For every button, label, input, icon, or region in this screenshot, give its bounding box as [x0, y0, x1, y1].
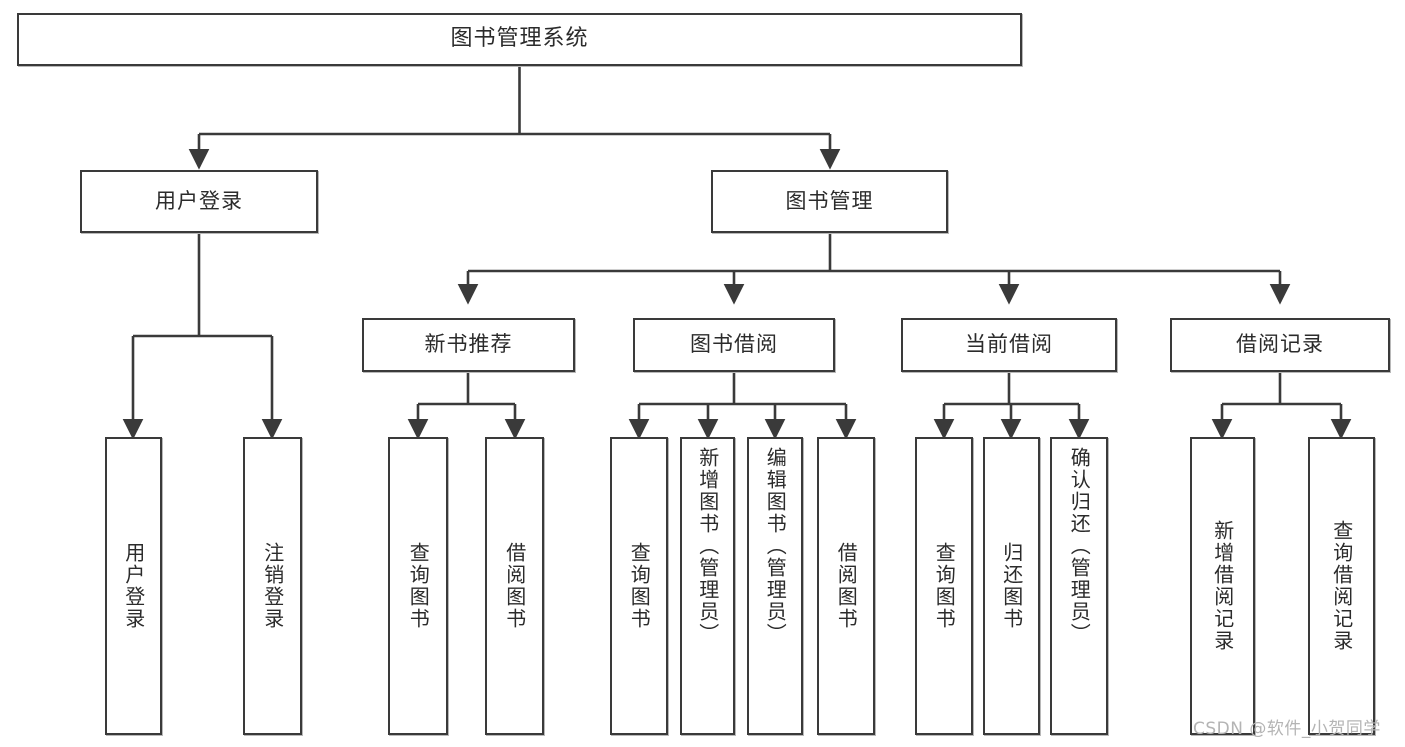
node-leaf-query-book-current[interactable]: 查询图书: [915, 437, 973, 735]
node-label: 新书推荐: [424, 332, 513, 357]
node-label: 借阅记录: [1236, 332, 1324, 357]
node-label: 编辑图书（管理员）: [763, 447, 788, 645]
node-label: 归还图书: [999, 542, 1024, 630]
node-user-login[interactable]: 用户登录: [80, 170, 318, 233]
node-current-borrow[interactable]: 当前借阅: [901, 318, 1117, 372]
node-label: 图书借阅: [690, 332, 778, 357]
node-label: 查询图书: [406, 542, 431, 630]
node-leaf-borrow-book[interactable]: 借阅图书: [817, 437, 875, 735]
watermark: CSDN @软件_小贺同学: [1193, 719, 1381, 739]
node-book-borrow[interactable]: 图书借阅: [633, 318, 835, 372]
node-leaf-query-book-new[interactable]: 查询图书: [388, 437, 448, 735]
node-label: 查询图书: [627, 542, 652, 630]
node-label: 查询图书: [932, 542, 957, 630]
node-leaf-user-login[interactable]: 用户登录: [105, 437, 162, 735]
node-label: 图书管理系统: [450, 26, 589, 52]
node-leaf-borrow-book-new[interactable]: 借阅图书: [485, 437, 544, 735]
node-label: 新增图书（管理员）: [695, 447, 720, 645]
node-leaf-query-book-borrow[interactable]: 查询图书: [610, 437, 668, 735]
node-label: 确认归还（管理员）: [1067, 447, 1092, 645]
node-label: 查询借阅记录: [1329, 520, 1354, 652]
node-label: 用户登录: [155, 188, 243, 213]
node-leaf-edit-book-admin[interactable]: 编辑图书（管理员）: [747, 437, 803, 735]
node-label: 图书管理: [785, 188, 874, 213]
node-borrow-record[interactable]: 借阅记录: [1170, 318, 1390, 372]
node-leaf-confirm-return-admin[interactable]: 确认归还（管理员）: [1050, 437, 1108, 735]
node-leaf-add-borrow-record[interactable]: 新增借阅记录: [1190, 437, 1255, 735]
node-book-management[interactable]: 图书管理: [711, 170, 948, 233]
node-label: 注销登录: [260, 542, 285, 630]
node-root-book-management-system[interactable]: 图书管理系统: [17, 13, 1022, 66]
node-leaf-query-borrow-record[interactable]: 查询借阅记录: [1308, 437, 1375, 735]
node-leaf-logout[interactable]: 注销登录: [243, 437, 302, 735]
node-new-book-recommend[interactable]: 新书推荐: [362, 318, 575, 372]
node-label: 借阅图书: [502, 542, 527, 630]
node-label: 当前借阅: [965, 332, 1053, 357]
node-leaf-add-book-admin[interactable]: 新增图书（管理员）: [680, 437, 735, 735]
node-label: 新增借阅记录: [1210, 520, 1235, 652]
node-leaf-return-book[interactable]: 归还图书: [983, 437, 1040, 735]
node-label: 借阅图书: [834, 542, 859, 630]
node-label: 用户登录: [121, 542, 146, 630]
